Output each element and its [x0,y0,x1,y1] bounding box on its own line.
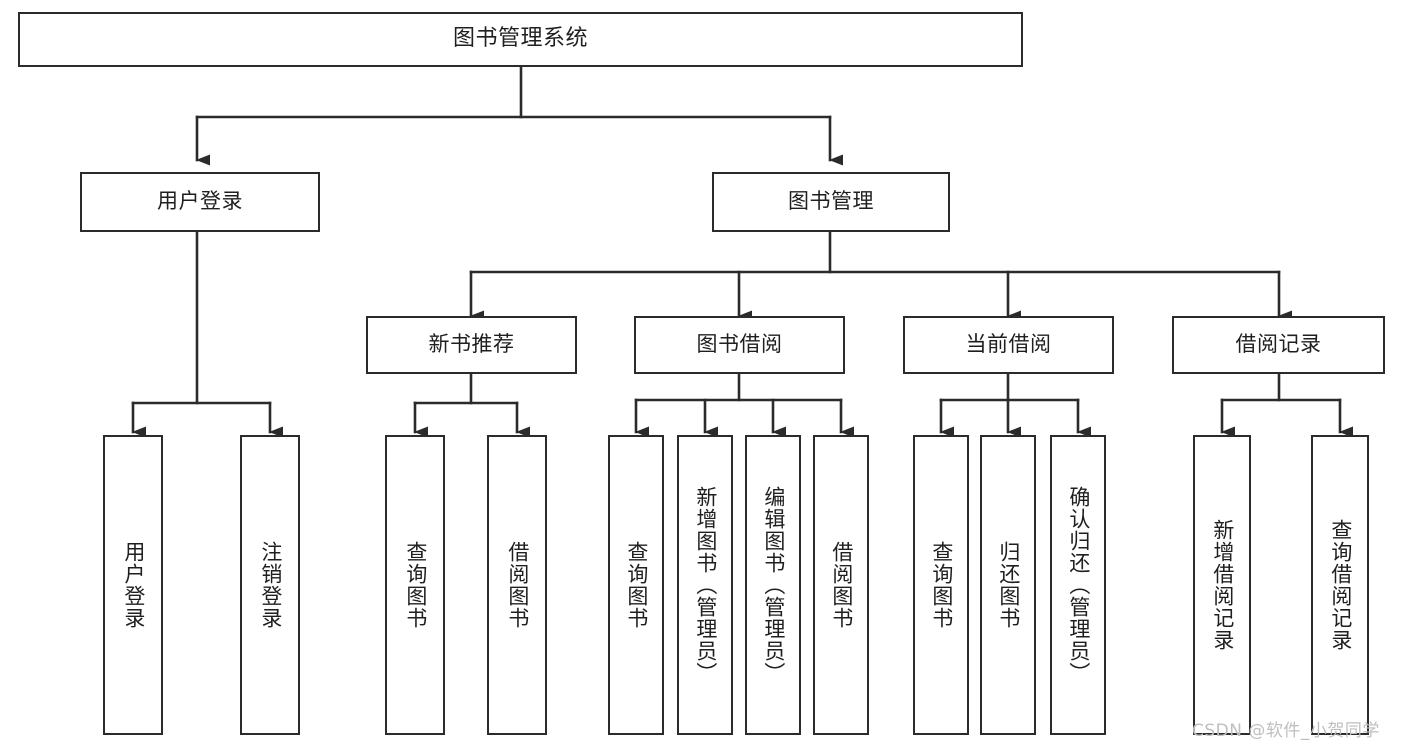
node-user-login[interactable]: 用户登录 [80,172,320,232]
node-label: 新书推荐 [428,332,515,357]
leaf-borrow-record-query-record[interactable]: 查询借阅记录 [1311,435,1369,735]
leaf-book-borrow-query-book[interactable]: 查询图书 [608,435,664,735]
leaf-current-borrow-query-book[interactable]: 查询图书 [913,435,969,735]
node-new-book-recommend[interactable]: 新书推荐 [366,316,577,374]
node-label: 用户登录 [121,541,146,629]
node-label: 查询图书 [929,541,954,629]
csdn-watermark: CSDN @软件_小贺同学 [1192,721,1380,741]
leaf-book-borrow-borrow-book[interactable]: 借阅图书 [813,435,869,735]
node-label: 编辑图书（管理员） [761,486,786,684]
node-label: 借阅记录 [1235,332,1322,357]
node-label: 图书借阅 [696,332,783,357]
leaf-current-borrow-confirm-return-admin[interactable]: 确认归还（管理员） [1050,435,1106,735]
node-label: 确认归还（管理员） [1066,486,1091,684]
node-label: 图书管理系统 [452,26,588,52]
leaf-book-borrow-edit-book-admin[interactable]: 编辑图书（管理员） [745,435,801,735]
node-label: 借阅图书 [829,541,854,629]
leaf-user-login-logout[interactable]: 注销登录 [240,435,300,735]
leaf-new-book-borrow-book[interactable]: 借阅图书 [487,435,547,735]
node-label: 查询借阅记录 [1328,519,1353,651]
node-label: 查询图书 [624,541,649,629]
node-root-book-management-system[interactable]: 图书管理系统 [18,12,1023,67]
leaf-new-book-query-book[interactable]: 查询图书 [385,435,445,735]
leaf-current-borrow-return-book[interactable]: 归还图书 [980,435,1036,735]
node-current-borrow[interactable]: 当前借阅 [903,316,1114,374]
leaf-user-login-login[interactable]: 用户登录 [103,435,163,735]
node-label: 图书管理 [788,189,874,214]
node-label: 查询图书 [403,541,428,629]
node-borrow-record[interactable]: 借阅记录 [1172,316,1385,374]
leaf-borrow-record-add-record[interactable]: 新增借阅记录 [1193,435,1251,735]
node-book-management[interactable]: 图书管理 [712,172,950,232]
node-label: 归还图书 [996,541,1021,629]
node-label: 新增借阅记录 [1210,519,1235,651]
leaf-book-borrow-add-book-admin[interactable]: 新增图书（管理员） [677,435,733,735]
node-label: 注销登录 [258,541,283,629]
node-label: 新增图书（管理员） [693,486,718,684]
node-label: 当前借阅 [965,332,1052,357]
node-label: 用户登录 [157,189,243,214]
node-book-borrow[interactable]: 图书借阅 [634,316,845,374]
node-label: 借阅图书 [505,541,530,629]
